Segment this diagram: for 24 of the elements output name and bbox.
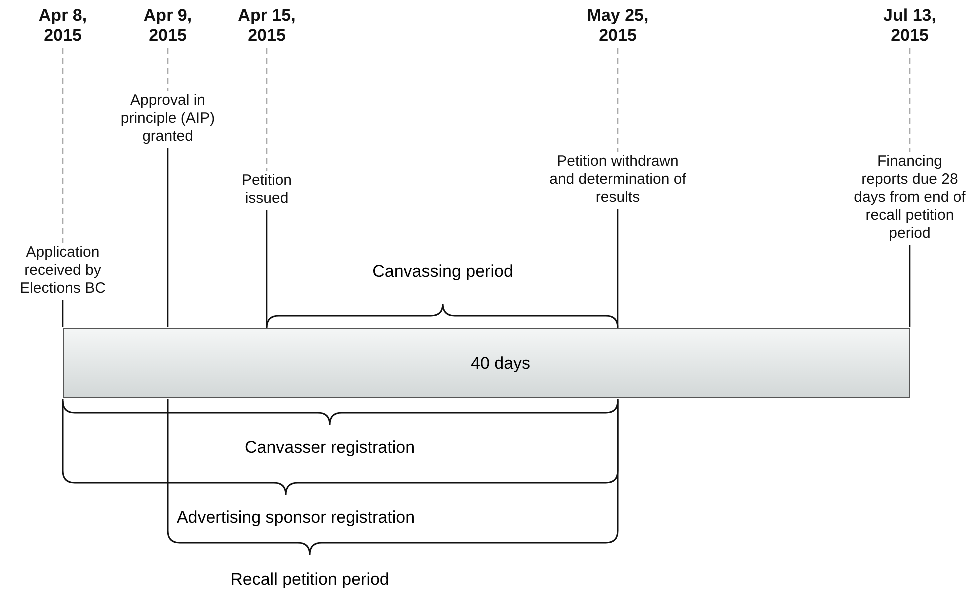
period-label: Canvassing period: [372, 262, 514, 282]
tick-line: [909, 245, 911, 327]
event-text: Approval in principle (AIP) granted: [118, 92, 218, 146]
date-label: May 25, 2015: [578, 6, 658, 46]
date-label: Apr 9, 2015: [128, 6, 208, 46]
event-text: Petition withdrawn and determination of results: [543, 153, 693, 207]
dashed-connector: [167, 48, 169, 91]
date-label: Apr 15, 2015: [227, 6, 307, 46]
date-label: Apr 8, 2015: [23, 6, 103, 46]
dashed-connector: [62, 48, 64, 243]
dashed-connector: [617, 48, 619, 152]
timeline-bar: [63, 328, 910, 398]
date-label: Jul 13, 2015: [870, 6, 950, 46]
event-text: Financing reports due 28 days from end of recall petition period: [854, 153, 966, 243]
dashed-connector: [909, 48, 911, 152]
duration-text: 40 days: [471, 354, 531, 374]
period-label: Recall petition period: [230, 570, 390, 590]
dashed-connector: [266, 48, 268, 171]
tick-line: [167, 148, 169, 327]
event-text: Petition issued: [232, 172, 302, 208]
tick-line: [62, 300, 64, 327]
period-label: Advertising sponsor registration: [176, 508, 416, 528]
event-text: Application received by Elections BC: [8, 244, 118, 298]
period-label: Canvasser registration: [244, 438, 416, 458]
